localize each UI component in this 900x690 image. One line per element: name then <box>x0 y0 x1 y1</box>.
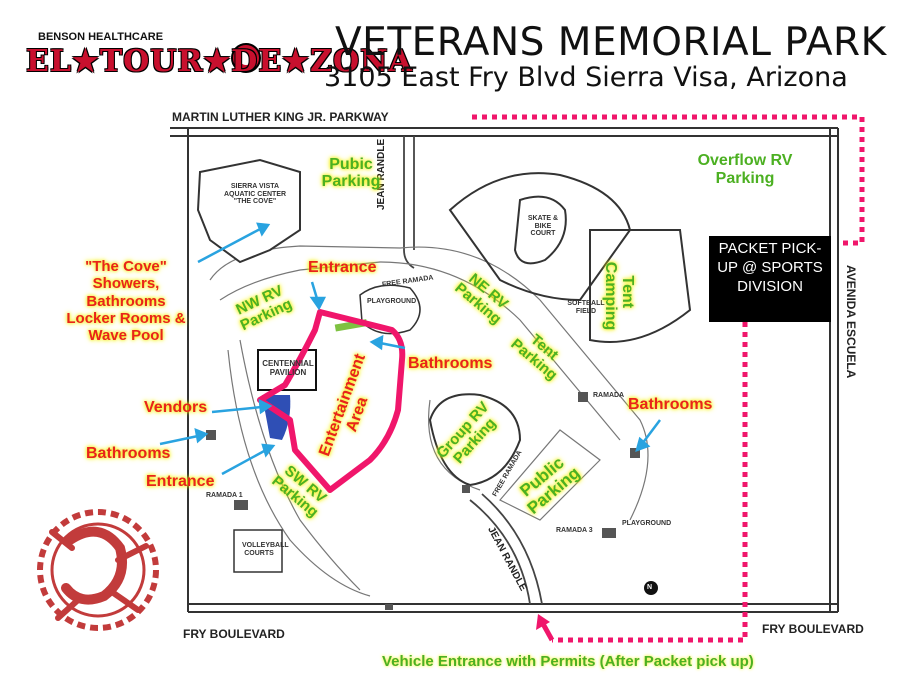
playground-label-2: PLAYGROUND <box>622 520 672 527</box>
road-mlk: MARTIN LUTHER KING JR. PARKWAY <box>172 110 389 124</box>
packet-pickup-box: PACKET PICK-UP @ SPORTS DIVISION <box>709 236 831 322</box>
bathroom-right-building <box>578 392 588 402</box>
ramada3-building <box>602 528 616 538</box>
logo-top-text: BENSON HEALTHCARE <box>38 31 164 43</box>
jean-randle-road <box>403 136 415 269</box>
gecko-logo-icon <box>37 509 159 631</box>
softball-field-shape <box>589 229 692 343</box>
aquatic-center-label: SIERRA VISTA AQUATIC CENTER "THE COVE" <box>223 183 287 206</box>
bathroom-center-arrow <box>369 334 384 351</box>
ramada1-building <box>234 500 248 510</box>
page-title: VETERANS MEMORIAL PARK <box>335 20 887 65</box>
entrance-top-label: Entrance <box>308 259 377 276</box>
ramada-label: RAMADA <box>593 392 625 399</box>
road-avenida: AVENIDA ESCUELA <box>844 265 858 379</box>
entrance-top-arrow <box>309 296 327 311</box>
the-cove-label: "The Cove" Showers, Bathrooms Locker Roo… <box>66 258 186 344</box>
logo-main-text: EL★TOUR★DE★ZONA <box>26 44 413 79</box>
skate-court-label: SKATE & BIKE COURT <box>527 215 559 238</box>
centennial-pavilion-box <box>257 349 317 391</box>
entertainment-route <box>257 309 406 493</box>
bathrooms-left-label: Bathrooms <box>86 445 171 462</box>
bathroom-right-arrow <box>635 436 651 452</box>
bathroom-left-building <box>206 430 216 440</box>
group-rv-shape <box>428 393 522 487</box>
tent-camping-label: Tent Camping <box>602 261 636 331</box>
aquatic-center-building <box>196 158 301 264</box>
pubic-parking-label: Pubic Parking <box>321 156 381 190</box>
skate-court-shape <box>448 172 632 302</box>
vehicle-entrance-label: Vehicle Entrance with Permits (After Pac… <box>382 653 754 670</box>
playground-label-1: PLAYGROUND <box>367 298 417 305</box>
entrance-bottom-arrow <box>261 443 276 458</box>
bathrooms-right-label: Bathrooms <box>628 396 713 413</box>
road-fry-right: FRY BOULEVARD <box>762 622 864 636</box>
overflow-rv-route <box>472 114 865 246</box>
pavilion-label: CENTENNIAL PAVILION <box>262 359 314 377</box>
north-arrow-icon <box>644 581 658 595</box>
entrance-bottom-label: Entrance <box>146 473 215 490</box>
playground-shape <box>359 284 421 335</box>
cove-arrow <box>197 226 263 264</box>
vehicle-entrance-arrow <box>536 614 550 630</box>
bathroom-left-arrow <box>194 428 209 444</box>
overflow-rv-label: Overflow RV Parking <box>697 152 793 187</box>
road-fry-left: FRY BOULEVARD <box>183 627 285 641</box>
ramada3-label: RAMADA 3 <box>556 527 593 534</box>
bathrooms-center-label: Bathrooms <box>408 355 493 372</box>
zona-emblem-icon <box>231 43 261 73</box>
volleyball-courts-box <box>233 529 283 573</box>
north-label: N <box>647 584 653 591</box>
softball-label: SOFTBALL FIELD <box>567 300 605 315</box>
ramada1-label: RAMADA 1 <box>206 492 243 499</box>
vendors-label: Vendors <box>144 399 208 416</box>
vendors-arrow <box>258 398 273 415</box>
page-address: 3105 East Fry Blvd Sierra Visa, Arizona <box>324 62 848 93</box>
volleyball-label: VOLLEYBALL COURTS <box>242 542 289 557</box>
